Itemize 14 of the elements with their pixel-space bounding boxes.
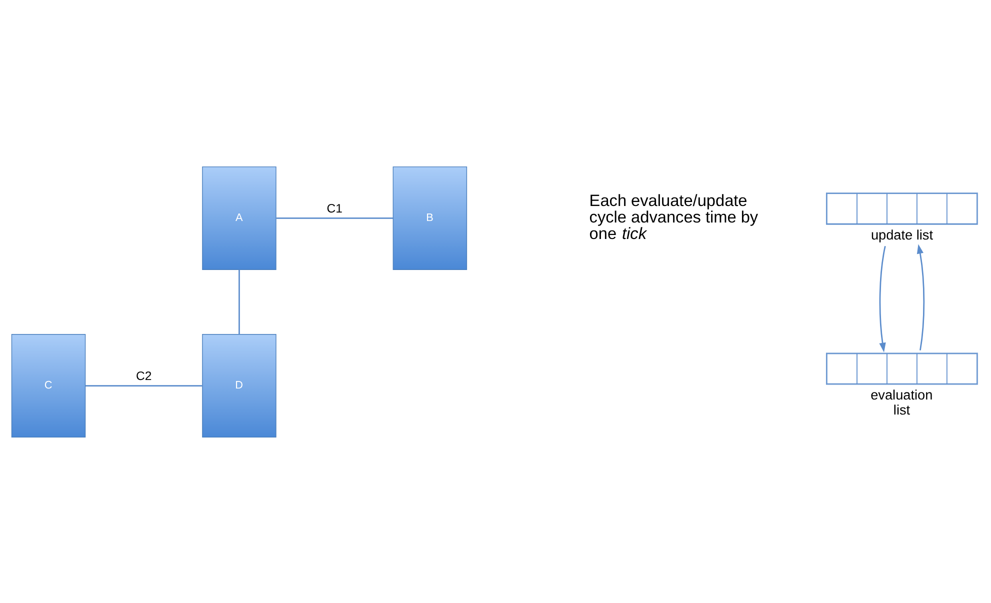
node-box: D <box>202 334 276 438</box>
connector <box>238 269 240 334</box>
node-box: B <box>392 166 467 270</box>
node-label: evaluation list <box>870 386 932 417</box>
arrow <box>916 244 924 350</box>
connector <box>276 217 393 218</box>
node-label: update list <box>870 226 933 242</box>
edge-label: C1 <box>326 200 342 215</box>
arrow <box>878 246 886 352</box>
node-box: A <box>202 166 276 270</box>
connector <box>85 384 202 386</box>
edge-label: C2 <box>136 368 152 382</box>
label: Each evaluate/update cycle advances time by one tick <box>588 192 758 242</box>
node-box: C <box>10 334 86 438</box>
